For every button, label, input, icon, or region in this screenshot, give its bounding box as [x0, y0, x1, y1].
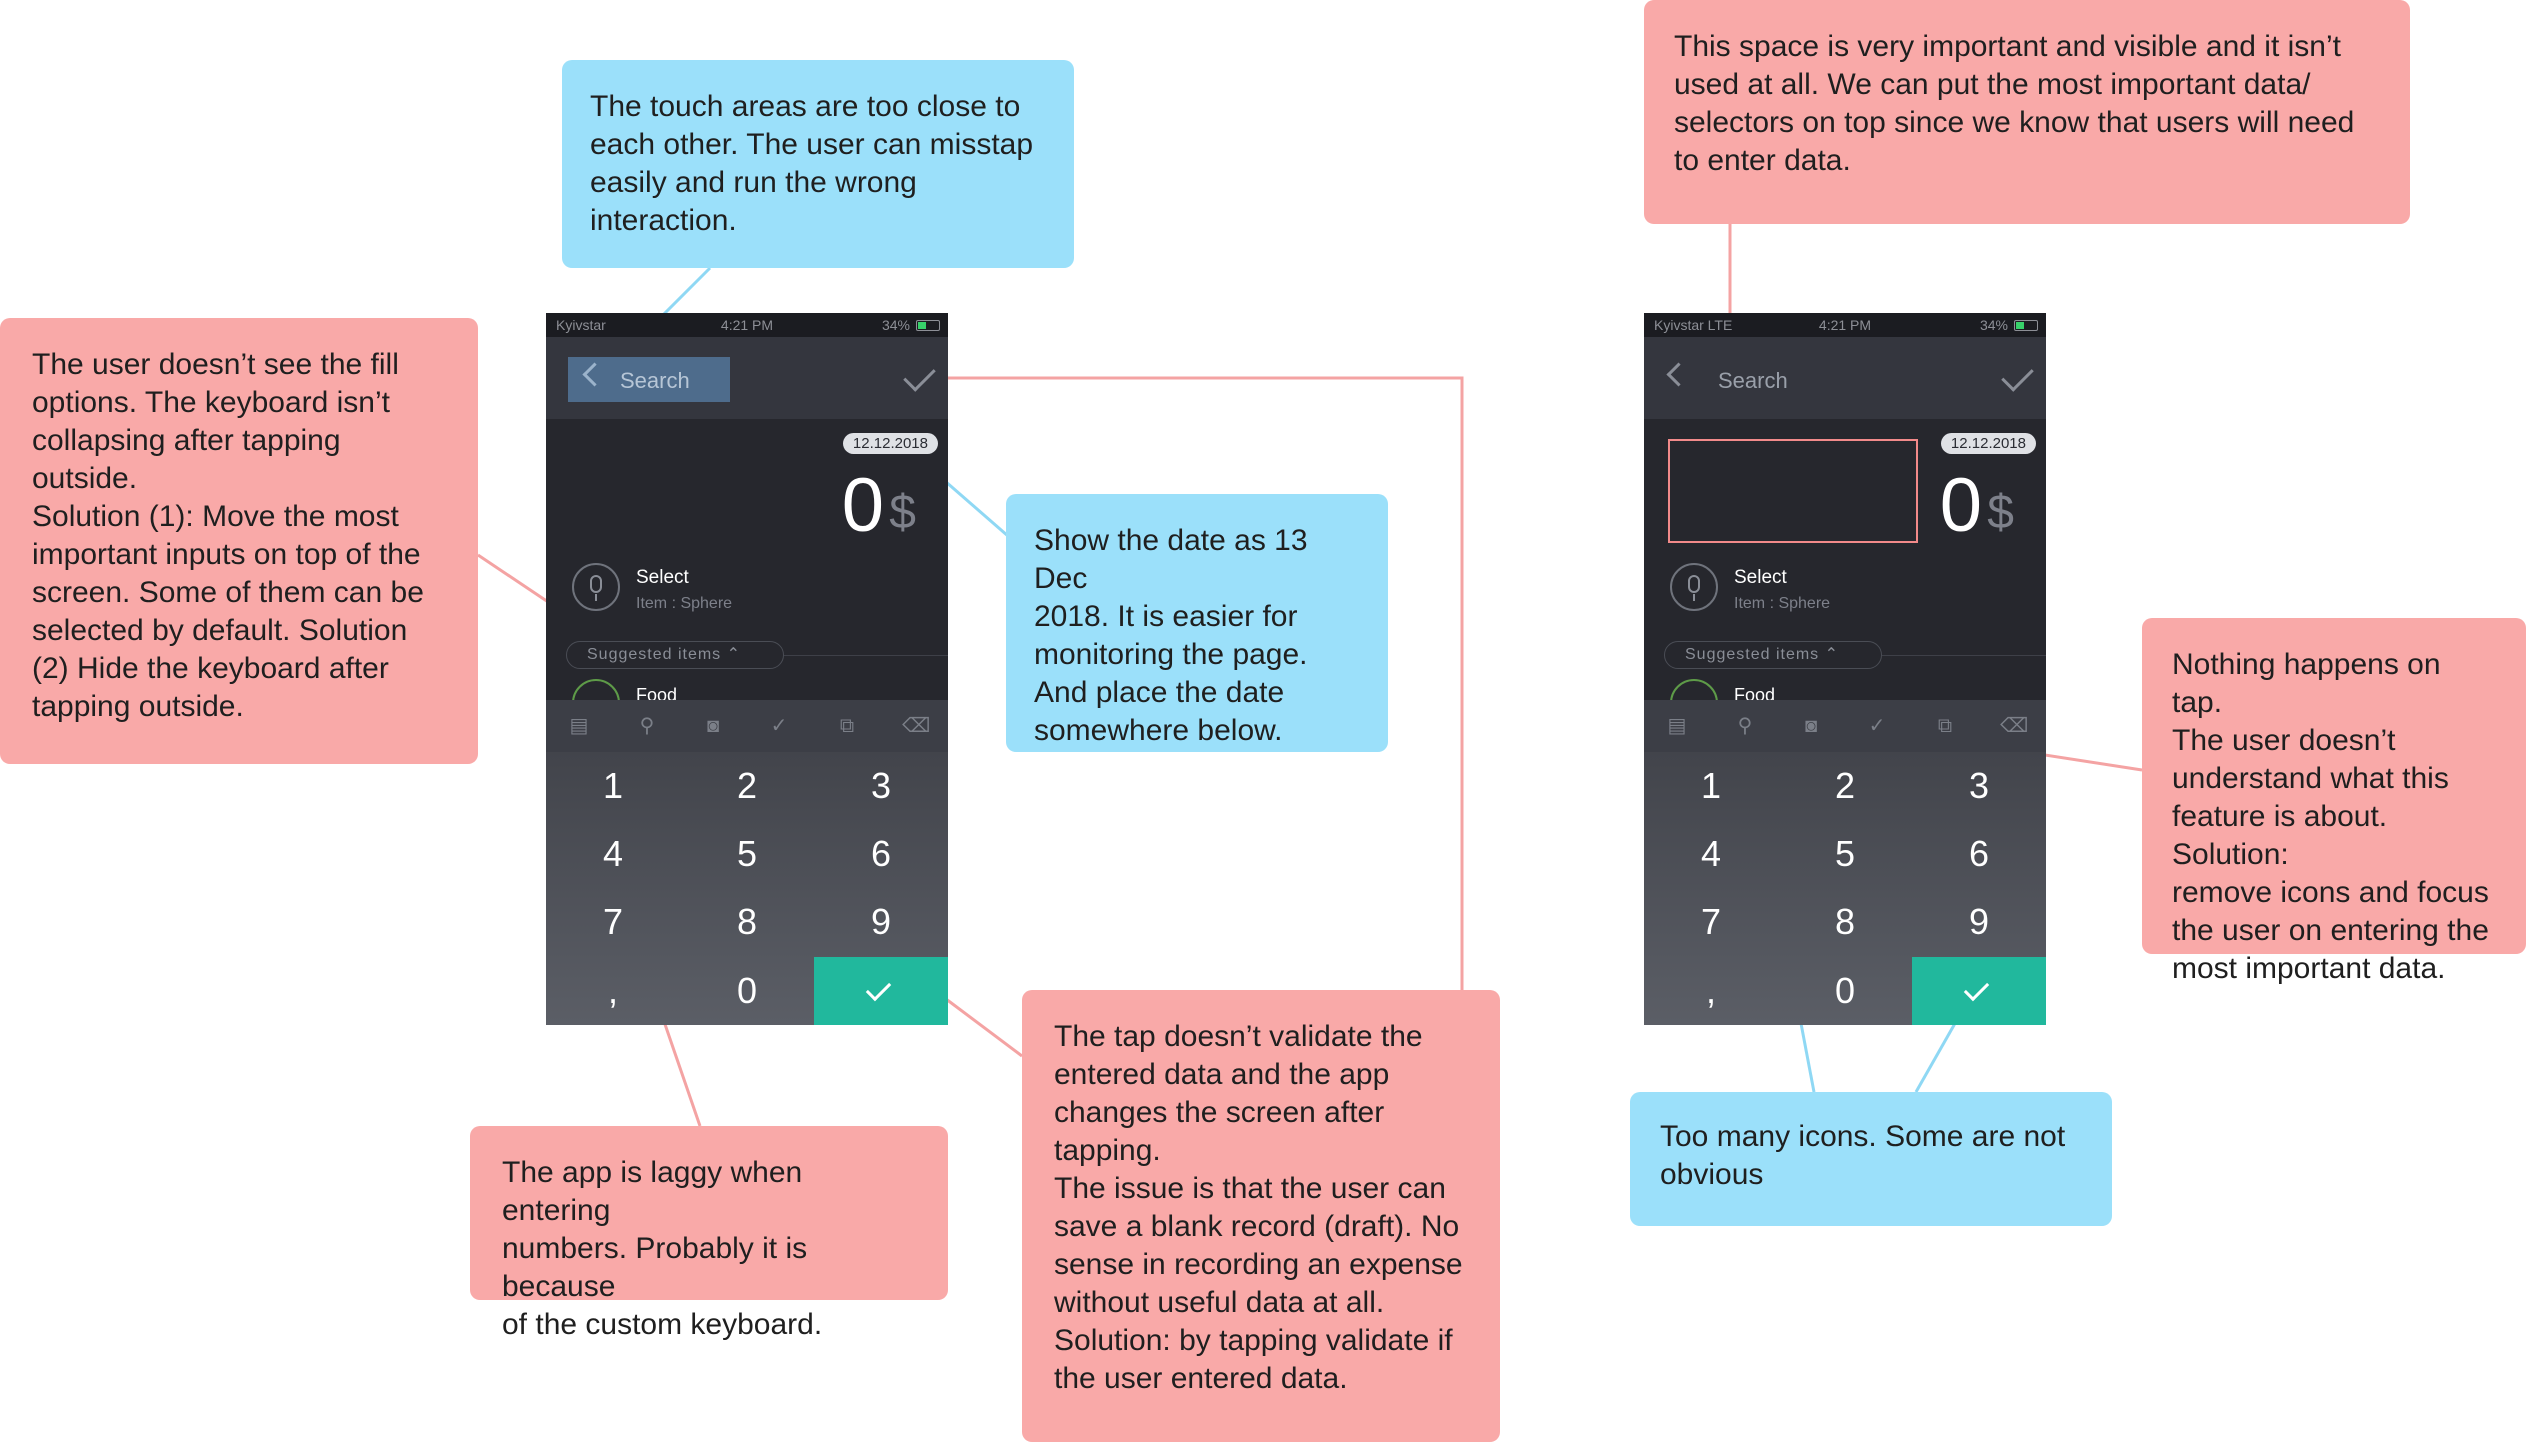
microphone-icon[interactable]: [572, 563, 620, 611]
date-badge[interactable]: 12.12.2018: [842, 433, 938, 454]
suggested-items-toggle[interactable]: Suggested items ⌃: [566, 641, 784, 669]
key-9[interactable]: 9: [870, 901, 892, 942]
battery-icon: [2014, 320, 2038, 331]
status-time: 4:21 PM: [720, 317, 774, 333]
key-1[interactable]: 1: [1700, 765, 1722, 806]
status-bar: Kyivstar 4:21 PM 34%: [546, 313, 948, 337]
status-time: 4:21 PM: [1818, 317, 1872, 333]
phone-screen-annotated: Kyivstar LTE 4:21 PM 34% Search 12.12.20…: [1644, 313, 2046, 1025]
location-pin-icon[interactable]: ⚲: [1737, 715, 1753, 737]
icon-toolbar: ▤ ⚲ ◙ ✓ ⧉ ⌫: [546, 700, 948, 752]
key-2[interactable]: 2: [1834, 765, 1856, 806]
suggested-items-toggle[interactable]: Suggested items ⌃: [1664, 641, 1882, 669]
note-touch-areas: The touch areas are too close to each ot…: [562, 60, 1074, 268]
amount-value: 0: [841, 463, 884, 548]
note-validate: The tap doesn’t validate the entered dat…: [1022, 990, 1500, 1442]
key-2[interactable]: 2: [736, 765, 758, 806]
key-1[interactable]: 1: [602, 765, 624, 806]
note-date-format: Show the date as 13 Dec 2018. It is easi…: [1006, 494, 1388, 752]
check-icon: [1963, 975, 1990, 1002]
amount-value: 0: [1939, 463, 1982, 548]
key-3[interactable]: 3: [870, 765, 892, 806]
confirm-key[interactable]: [1912, 957, 2046, 1025]
key-0[interactable]: 0: [1834, 970, 1856, 1011]
date-badge[interactable]: 12.12.2018: [1940, 433, 2036, 454]
key-3[interactable]: 3: [1968, 765, 1990, 806]
unused-space-highlight: [1668, 439, 1918, 543]
camera-icon[interactable]: ◙: [1804, 715, 1818, 737]
camera-icon[interactable]: ◙: [706, 715, 720, 737]
location-pin-icon[interactable]: ⚲: [639, 715, 655, 737]
backspace-icon[interactable]: ⌫: [2000, 715, 2029, 737]
battery-label: 34%: [881, 317, 910, 333]
search-input[interactable]: Search: [1718, 368, 1788, 393]
key-9[interactable]: 9: [1968, 901, 1990, 942]
select-label[interactable]: Select: [1734, 567, 1787, 588]
key-6[interactable]: 6: [1968, 833, 1990, 874]
phone-screen-original: Kyivstar 4:21 PM 34% Search 12.12.2018 0…: [546, 313, 948, 1025]
key-7[interactable]: 7: [1700, 901, 1722, 942]
carrier-label: Kyivstar: [556, 317, 606, 333]
note-too-many-icons: Too many icons. Some are not obvious: [1630, 1092, 2112, 1226]
check-circle-icon[interactable]: ✓: [1868, 715, 1886, 737]
status-bar: Kyivstar LTE 4:21 PM 34%: [1644, 313, 2046, 337]
search-highlight[interactable]: [568, 357, 730, 402]
calendar-icon[interactable]: ▤: [569, 715, 589, 737]
icon-toolbar: ▤ ⚲ ◙ ✓ ⧉ ⌫: [1644, 700, 2046, 752]
select-sub-label: Item : Sphere: [1734, 595, 1831, 612]
key-6[interactable]: 6: [870, 833, 892, 874]
calendar-icon[interactable]: ▤: [1667, 715, 1687, 737]
key-7[interactable]: 7: [602, 901, 624, 942]
note-fill-options: The user doesn’t see the fill options. T…: [0, 318, 478, 764]
carrier-label: Kyivstar LTE: [1654, 317, 1733, 333]
numeric-keypad: 1 2 3 4 5 6 7 8 9 , 0: [1644, 752, 2046, 1025]
backspace-icon[interactable]: ⌫: [902, 715, 931, 737]
note-laggy-app: The app is laggy when entering numbers. …: [470, 1126, 948, 1341]
battery-label: 34%: [1979, 317, 2008, 333]
nav-bar: Search: [546, 337, 948, 419]
nav-bar: Search: [1644, 337, 2046, 419]
confirm-key[interactable]: [814, 957, 948, 1025]
confirm-check-icon[interactable]: [903, 359, 936, 392]
key-0[interactable]: 0: [736, 970, 758, 1011]
key-comma[interactable]: ,: [607, 970, 618, 1011]
numeric-keypad: 1 2 3 4 5 6 7 8 9 , 0: [546, 752, 948, 1025]
select-label[interactable]: Select: [636, 567, 689, 588]
key-5[interactable]: 5: [736, 833, 758, 874]
note-unused-space: This space is very important and visible…: [1644, 0, 2410, 224]
key-8[interactable]: 8: [1834, 901, 1856, 942]
share-icon[interactable]: ⧉: [1937, 715, 1953, 737]
confirm-check-icon[interactable]: [2001, 359, 2034, 392]
share-icon[interactable]: ⧉: [839, 715, 855, 737]
check-circle-icon[interactable]: ✓: [770, 715, 788, 737]
key-4[interactable]: 4: [602, 833, 624, 874]
back-chevron-icon[interactable]: [1666, 362, 1691, 387]
currency-symbol: $: [1987, 486, 2014, 539]
check-icon: [865, 975, 892, 1002]
key-8[interactable]: 8: [736, 901, 758, 942]
key-4[interactable]: 4: [1700, 833, 1722, 874]
select-sub-label: Item : Sphere: [636, 595, 733, 612]
battery-icon: [916, 320, 940, 331]
search-input[interactable]: Search: [620, 368, 690, 393]
key-5[interactable]: 5: [1834, 833, 1856, 874]
divider: [784, 655, 948, 656]
divider: [1882, 655, 2046, 656]
key-comma[interactable]: ,: [1705, 970, 1716, 1011]
note-nothing-happens: Nothing happens on tap. The user doesn’t…: [2142, 618, 2526, 985]
currency-symbol: $: [889, 486, 916, 539]
microphone-icon[interactable]: [1670, 563, 1718, 611]
